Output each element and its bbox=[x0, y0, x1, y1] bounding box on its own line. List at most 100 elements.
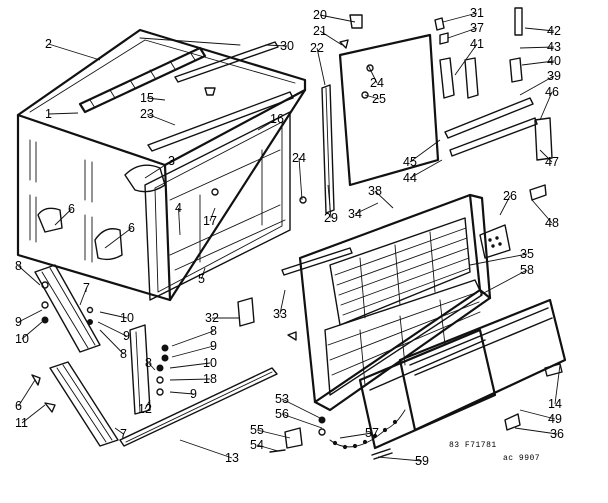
part-number-label: 6 bbox=[68, 202, 75, 216]
callout-9: 9 bbox=[97, 321, 130, 343]
part-number-label: 54 bbox=[250, 438, 264, 452]
leader-line bbox=[279, 289, 286, 315]
leader-line bbox=[21, 321, 43, 340]
leader-line bbox=[554, 364, 561, 405]
leader-line bbox=[114, 427, 124, 435]
callout-10: 10 bbox=[99, 311, 134, 325]
leader-line bbox=[99, 311, 128, 319]
part-number-label: 29 bbox=[324, 211, 338, 225]
callout-8: 8 bbox=[145, 356, 156, 371]
leader-line bbox=[519, 409, 556, 420]
part-number-label: 9 bbox=[123, 329, 130, 343]
part-number-label: 34 bbox=[348, 207, 362, 221]
leader-line bbox=[256, 444, 279, 452]
callout-7: 7 bbox=[114, 427, 127, 441]
callout-40: 40 bbox=[521, 54, 561, 68]
part-number-label: 49 bbox=[548, 412, 562, 426]
leader-line bbox=[169, 378, 211, 381]
part-number-label: 56 bbox=[275, 407, 289, 421]
callout-44: 44 bbox=[403, 159, 443, 185]
control-hardware bbox=[434, 7, 553, 201]
chain-and-fasteners bbox=[269, 409, 521, 460]
callout-59: 59 bbox=[377, 454, 429, 468]
part-number-label: 6 bbox=[15, 399, 22, 413]
callout-53: 53 bbox=[275, 392, 321, 419]
callout-49: 49 bbox=[519, 409, 562, 426]
part-number-label: 47 bbox=[545, 155, 559, 169]
part-number-label: 7 bbox=[83, 281, 90, 295]
part-number-label: 43 bbox=[547, 40, 561, 54]
part-number-label: 25 bbox=[372, 92, 386, 106]
part-number-label: 12 bbox=[138, 402, 152, 416]
callout-3: 3 bbox=[144, 154, 175, 179]
part-number-label: 8 bbox=[210, 324, 217, 338]
leader-line bbox=[374, 190, 394, 209]
part-number-label: 42 bbox=[547, 24, 561, 38]
panel-26 bbox=[479, 224, 511, 259]
leader-line bbox=[319, 14, 356, 23]
callout-30: 30 bbox=[264, 39, 294, 53]
leader-line bbox=[54, 208, 72, 226]
leader-line bbox=[339, 432, 373, 439]
leader-line bbox=[148, 362, 156, 371]
callout-9: 9 bbox=[169, 387, 197, 401]
leader-line bbox=[264, 44, 288, 47]
leader-line bbox=[298, 157, 303, 201]
leader-line bbox=[377, 456, 423, 462]
part-number-label: 10 bbox=[15, 332, 29, 346]
part-number-label: 35 bbox=[520, 247, 534, 261]
part-number-label: 9 bbox=[190, 387, 197, 401]
leader-line bbox=[514, 427, 558, 435]
leader-line bbox=[146, 113, 176, 126]
part-number-label: 8 bbox=[15, 259, 22, 273]
callout-11: 11 bbox=[15, 404, 46, 430]
callout-24: 24 bbox=[367, 64, 384, 90]
callout-38: 38 bbox=[368, 184, 394, 209]
callout-47: 47 bbox=[539, 149, 559, 169]
leader-line bbox=[519, 75, 555, 96]
callout-9: 9 bbox=[15, 309, 43, 329]
callout-29: 29 bbox=[324, 184, 338, 225]
callout-37: 37 bbox=[447, 21, 484, 39]
callout-20: 20 bbox=[313, 8, 356, 23]
access-panel bbox=[338, 33, 440, 187]
callout-6: 6 bbox=[15, 379, 36, 413]
leader-line bbox=[447, 27, 478, 39]
part-number-label: 22 bbox=[310, 41, 324, 55]
leader-line bbox=[354, 202, 379, 215]
callout-25: 25 bbox=[364, 92, 386, 106]
part-number-label: 8 bbox=[145, 356, 152, 370]
leader-line bbox=[48, 112, 79, 115]
part-number-label: 37 bbox=[470, 21, 484, 35]
part-number-label: 38 bbox=[368, 184, 382, 198]
leader-line bbox=[469, 253, 528, 266]
leader-line bbox=[171, 330, 214, 347]
callout-33: 33 bbox=[273, 289, 287, 321]
callout-39: 39 bbox=[519, 69, 561, 96]
callout-24: 24 bbox=[292, 151, 306, 201]
leader-line bbox=[209, 207, 216, 222]
part-number-label: 24 bbox=[292, 151, 306, 165]
callout-36: 36 bbox=[514, 427, 564, 441]
part-number-label: 40 bbox=[547, 54, 561, 68]
callout-13: 13 bbox=[179, 439, 239, 465]
leader-line bbox=[21, 404, 46, 424]
callout-21: 21 bbox=[313, 24, 343, 46]
callout-18: 18 bbox=[169, 372, 217, 386]
part-number-label: 48 bbox=[545, 216, 559, 230]
vertical-bars bbox=[299, 14, 363, 214]
leader-line bbox=[409, 139, 441, 163]
callout-8: 8 bbox=[99, 329, 127, 361]
part-number-label: 53 bbox=[275, 392, 289, 406]
part-number-label: 17 bbox=[203, 214, 217, 228]
callout-26: 26 bbox=[499, 189, 517, 216]
part-number-label: 8 bbox=[120, 347, 127, 361]
leader-line bbox=[454, 43, 478, 76]
callout-4: 4 bbox=[175, 201, 182, 236]
part-number-label: 4 bbox=[175, 201, 182, 215]
part-number-label: 9 bbox=[210, 339, 217, 353]
callout-57: 57 bbox=[339, 426, 379, 440]
diagram-code: 83 F71781 bbox=[449, 441, 497, 450]
part-number-label: 20 bbox=[313, 8, 327, 22]
